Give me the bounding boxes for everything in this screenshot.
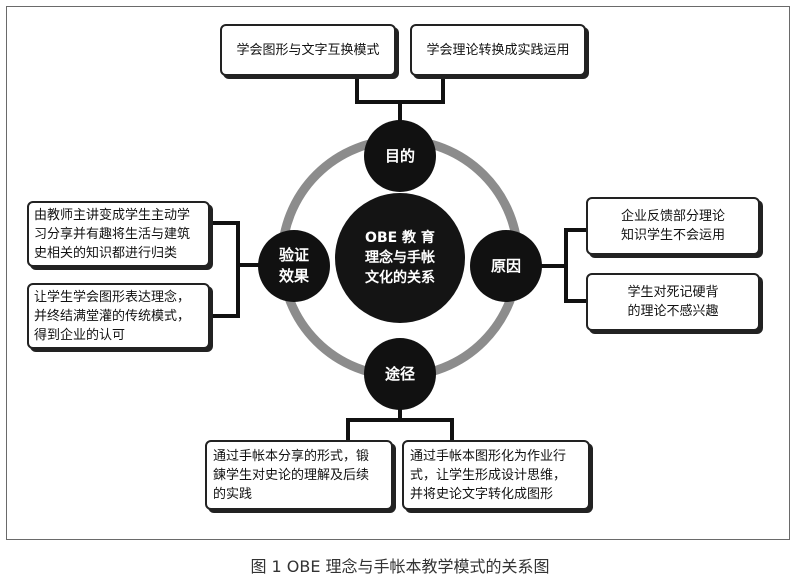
box-purpose-right-text: 学会理论转换成实践运用 (426, 42, 570, 58)
box-verification-bottom: 让学生学会图形表达理念， 并终结满堂灌的传统模式， 得到企业的认可 (27, 283, 210, 349)
box-approach-right: 通过手帐本图形化为作业行 式，让学生形成设计思维， 并将史论文字转化成图形 (402, 440, 590, 510)
box-approach-right-text: 通过手帐本图形化为作业行 式，让学生形成设计思维， 并将史论文字转化成图形 (410, 448, 567, 502)
box-verification-top-text: 由教师主讲变成学生主动学 习分享并有趣将生活与建筑 史相关的知识都进行归类 (34, 207, 191, 261)
right-connector (564, 228, 587, 303)
box-purpose-right: 学会理论转换成实践运用 (410, 24, 586, 76)
box-verification-top: 由教师主讲变成学生主动学 习分享并有趣将生活与建筑 史相关的知识都进行归类 (27, 201, 210, 267)
box-purpose-left-text: 学会图形与文字互换模式 (236, 42, 380, 58)
left-connector (210, 221, 240, 318)
node-approach-label: 途径 (384, 364, 415, 383)
node-purpose: 目的 (364, 120, 436, 192)
figure-caption: 图 1 OBE 理念与手帐本教学模式的关系图 (250, 557, 550, 576)
diagram-frame (6, 6, 790, 540)
box-reason-top-text: 企业反馈部分理论 知识学生不会运用 (620, 209, 725, 243)
node-purpose-label: 目的 (384, 146, 415, 165)
box-reason-bottom: 学生对死记硬背 的理论不感兴趣 (586, 273, 760, 331)
bottom-connector (346, 418, 454, 440)
center-concept: OBE 教 育 理念与手帐 文化的关系 (335, 193, 465, 323)
box-approach-left: 通过手帐本分享的形式，锻 鍊学生对史论的理解及后续 的实践 (205, 440, 393, 510)
top-connector (355, 79, 445, 104)
box-reason-bottom-text: 学生对死记硬背 的理论不感兴趣 (627, 285, 719, 319)
box-reason-top: 企业反馈部分理论 知识学生不会运用 (586, 197, 760, 255)
node-verification: 验证 效果 (258, 230, 330, 302)
box-approach-left-text: 通过手帐本分享的形式，锻 鍊学生对史论的理解及后续 的实践 (213, 448, 370, 502)
box-purpose-left: 学会图形与文字互换模式 (220, 24, 396, 76)
node-reason-label: 原因 (490, 256, 521, 275)
node-approach: 途径 (364, 338, 436, 410)
center-label: OBE 教 育 理念与手帐 文化的关系 (365, 230, 435, 286)
node-verification-label: 验证 效果 (278, 246, 309, 285)
box-verification-bottom-text: 让学生学会图形表达理念， 并终结满堂灌的传统模式， 得到企业的认可 (34, 289, 191, 343)
node-reason: 原因 (470, 230, 542, 302)
